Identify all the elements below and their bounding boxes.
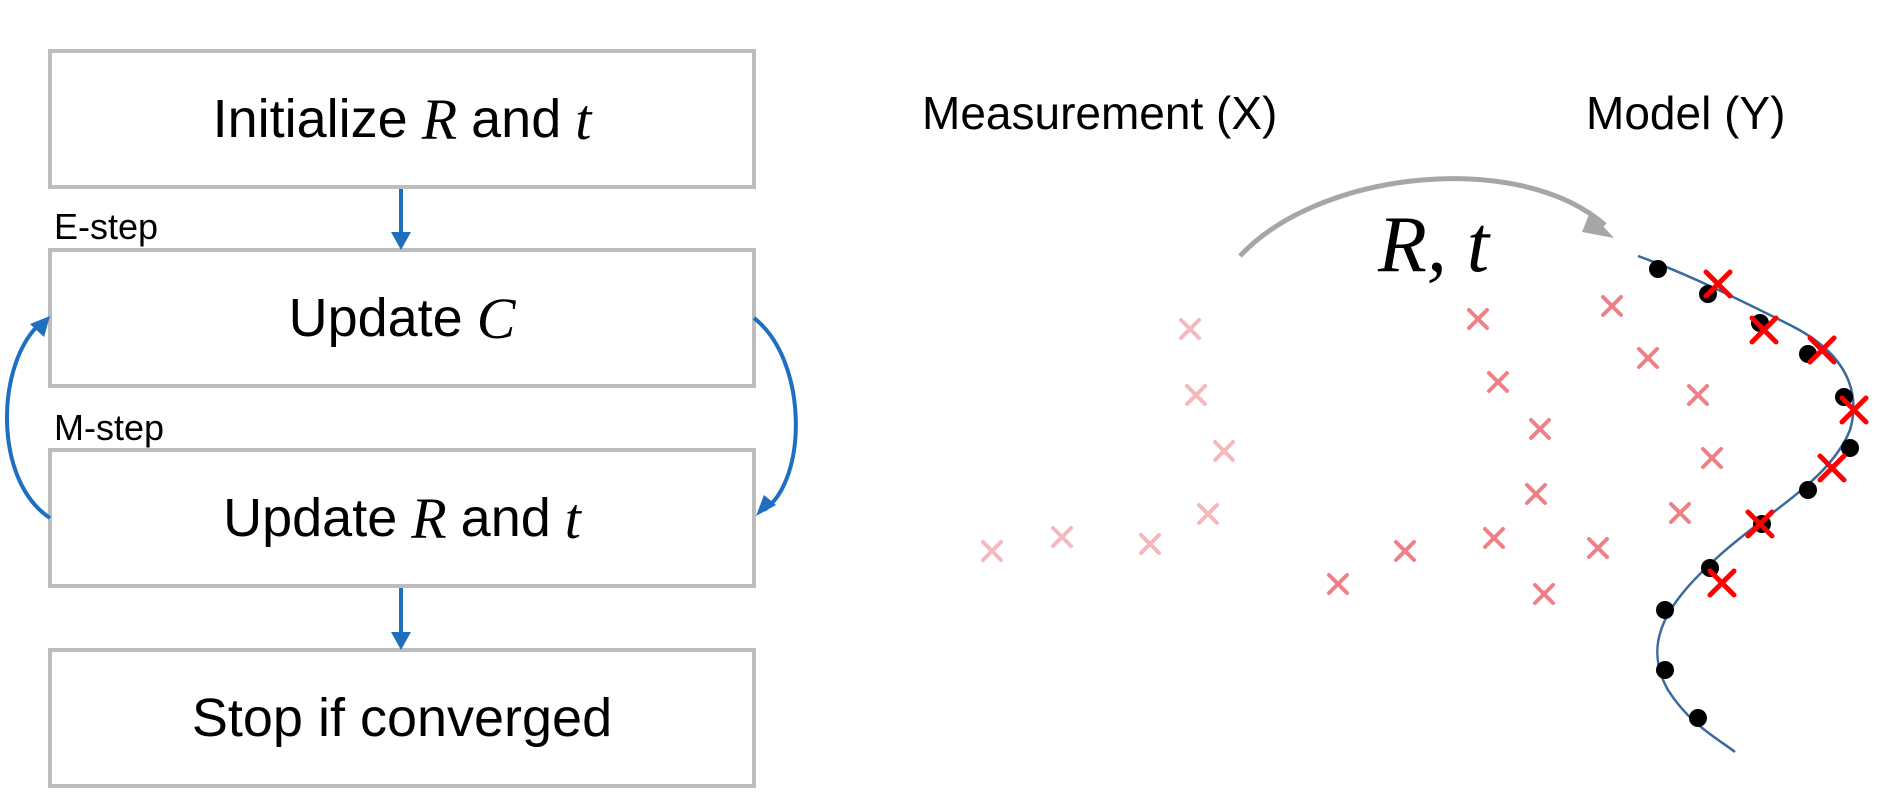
update-rt-var-t: t xyxy=(564,485,581,551)
measurement-cross xyxy=(1533,583,1555,605)
update-rt-text: Update xyxy=(223,488,398,548)
measurement-cross xyxy=(1749,315,1779,345)
measurement-cross xyxy=(1707,568,1737,598)
measurement-cross xyxy=(1213,440,1235,462)
m-step-label: M-step xyxy=(54,407,165,448)
initialize-and: and xyxy=(471,89,562,149)
model-point xyxy=(1799,481,1817,499)
measurement-cross xyxy=(1185,384,1207,406)
e-step-label: E-step xyxy=(54,206,159,247)
initialize-var-r: R xyxy=(421,86,458,152)
model-points xyxy=(1649,260,1859,727)
update-c-text: Update xyxy=(288,288,463,348)
measurement-cross xyxy=(1601,295,1623,317)
measurement-cross xyxy=(1701,447,1723,469)
measurement-cross xyxy=(1687,384,1709,406)
transform-label: R, t xyxy=(1378,201,1490,289)
measurement-cross xyxy=(1467,308,1489,330)
measurement-cross xyxy=(1703,269,1733,299)
flow-arrow-update-rt-to-stop xyxy=(391,588,411,650)
measurement-cross xyxy=(1839,395,1869,425)
initialize-text: Initialize xyxy=(212,89,408,149)
measurement-crosses xyxy=(981,269,1869,605)
measurement-cross xyxy=(1745,509,1775,539)
update-rt-var-r: R xyxy=(411,485,447,551)
loop-arrow-right xyxy=(752,316,798,516)
measurement-cross xyxy=(1394,540,1416,562)
measurement-cross xyxy=(1139,533,1161,555)
measurement-title: Measurement (X) xyxy=(922,87,1278,139)
measurement-cross xyxy=(1817,453,1847,483)
measurement-cross xyxy=(1637,347,1659,369)
measurement-cross xyxy=(981,540,1003,562)
measurement-cross xyxy=(1483,527,1505,549)
stop-text: Stop if converged xyxy=(191,688,613,748)
loop-arrow-left xyxy=(5,316,52,520)
measurement-cross xyxy=(1669,502,1691,524)
measurement-cross xyxy=(1487,371,1509,393)
transform-arrow xyxy=(1238,176,1614,258)
model-point xyxy=(1656,661,1674,679)
measurement-cross xyxy=(1051,526,1073,548)
model-point xyxy=(1841,439,1859,457)
model-point xyxy=(1656,601,1674,619)
measurement-cross xyxy=(1179,318,1201,340)
measurement-cross xyxy=(1587,537,1609,559)
stop-box: Stop if converged xyxy=(48,648,756,788)
update-c-var: C xyxy=(476,285,516,351)
measurement-cross xyxy=(1525,483,1547,505)
measurement-cross xyxy=(1807,335,1837,365)
measurement-cross xyxy=(1327,573,1349,595)
update-rt-and: and xyxy=(460,488,551,548)
initialize-var-t: t xyxy=(575,86,592,152)
measurement-cross xyxy=(1529,418,1551,440)
measurement-cross xyxy=(1197,503,1219,525)
flow-arrow-init-to-update-c xyxy=(391,189,411,250)
model-point xyxy=(1649,260,1667,278)
model-title: Model (Y) xyxy=(1586,87,1786,139)
model-point xyxy=(1689,709,1707,727)
